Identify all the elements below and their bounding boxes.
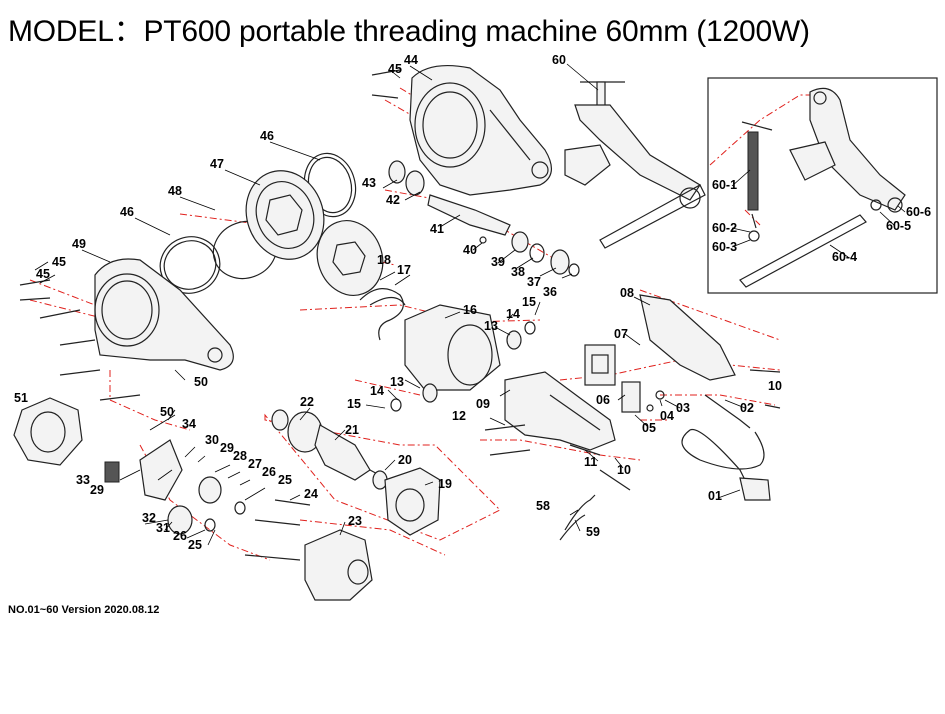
main-gears (245, 170, 384, 296)
label-06: 06 (596, 393, 610, 407)
label-60-4: 60-4 (832, 250, 857, 264)
label-20: 20 (398, 453, 412, 467)
label-36: 36 (543, 285, 557, 299)
label-60-1: 60-1 (712, 178, 737, 192)
hex-nut-51 (13, 397, 83, 466)
version-note: NO.01~60 Version 2020.08.12 (8, 604, 160, 616)
label-59: 59 (586, 525, 600, 539)
label-04: 04 (660, 409, 674, 423)
motor-housing-16 (390, 304, 536, 412)
label-05: 05 (642, 421, 656, 435)
cover-plate-19 (384, 467, 441, 536)
label-19: 19 (438, 477, 452, 491)
inset-screw-60-1 (741, 121, 773, 242)
label-18: 18 (377, 253, 391, 267)
label-14-mid: 14 (370, 384, 384, 398)
label-38: 38 (511, 265, 525, 279)
label-29-lower: 29 (90, 483, 104, 497)
label-45-mid: 45 (52, 255, 66, 269)
label-31: 31 (156, 521, 170, 535)
shaft-components (388, 160, 580, 277)
label-37: 37 (527, 275, 541, 289)
label-46-left: 46 (120, 205, 134, 219)
label-58: 58 (536, 499, 550, 513)
label-47: 47 (210, 157, 224, 171)
label-51: 51 (14, 391, 28, 405)
handle-housing-09 (504, 371, 616, 451)
gear-bracket-34 (104, 439, 246, 535)
label-26-lower: 26 (173, 529, 187, 543)
label-32: 32 (142, 511, 156, 525)
part-labels: 60 45 44 46 47 48 46 49 45 45 43 42 41 4… (14, 53, 931, 552)
inset-support-frame (739, 87, 906, 288)
label-60: 60 (552, 53, 566, 67)
label-44: 44 (404, 53, 418, 67)
label-17: 17 (397, 263, 411, 277)
label-60-3: 60-3 (712, 240, 737, 254)
label-08: 08 (620, 286, 634, 300)
label-10-right: 10 (768, 379, 782, 393)
label-07: 07 (614, 327, 628, 341)
label-02: 02 (740, 401, 754, 415)
bolts (19, 69, 781, 561)
label-03: 03 (676, 401, 690, 415)
detail-inset-frame (707, 77, 938, 294)
page-title: MODEL：PT600 portable threading machine 6… (8, 15, 810, 48)
label-45-top: 45 (388, 62, 402, 76)
label-09: 09 (476, 397, 490, 411)
label-60-5: 60-5 (886, 219, 911, 233)
gearbox-23 (304, 529, 373, 601)
gear-housing-44 (409, 65, 552, 196)
label-48: 48 (168, 184, 182, 198)
label-29-upper: 29 (220, 441, 234, 455)
wiring-17 (359, 288, 406, 341)
label-41: 41 (430, 222, 444, 236)
label-15-mid: 15 (347, 397, 361, 411)
label-30: 30 (205, 433, 219, 447)
label-01: 01 (708, 489, 722, 503)
switch-housing-08 (584, 294, 736, 413)
label-42: 42 (386, 193, 400, 207)
label-12: 12 (452, 409, 466, 423)
label-25-upper: 25 (278, 473, 292, 487)
label-25-lower: 25 (188, 538, 202, 552)
label-26-upper: 26 (262, 465, 276, 479)
label-13-top: 13 (484, 319, 498, 333)
label-45-left: 45 (36, 267, 50, 281)
label-13-mid: 13 (390, 375, 404, 389)
outer-cover-49 (94, 258, 234, 371)
label-23: 23 (348, 514, 362, 528)
label-10-bottom: 10 (617, 463, 631, 477)
label-21: 21 (345, 423, 359, 437)
label-50-upper: 50 (194, 375, 208, 389)
label-60-2: 60-2 (712, 221, 737, 235)
label-49: 49 (72, 237, 86, 251)
label-43: 43 (362, 176, 376, 190)
label-14-top: 14 (506, 307, 520, 321)
pipe-support-60 (564, 81, 706, 249)
label-34: 34 (182, 417, 196, 431)
label-60-6: 60-6 (906, 205, 931, 219)
power-cable (681, 394, 771, 501)
label-11: 11 (584, 455, 597, 469)
label-16: 16 (463, 303, 477, 317)
label-28: 28 (233, 449, 247, 463)
label-33: 33 (76, 473, 90, 487)
label-39: 39 (491, 255, 505, 269)
label-24: 24 (304, 487, 318, 501)
label-27: 27 (248, 457, 262, 471)
brush-wires (559, 494, 596, 541)
label-40: 40 (463, 243, 477, 257)
label-22: 22 (300, 395, 314, 409)
label-15-top: 15 (522, 295, 536, 309)
label-50-lower: 50 (160, 405, 174, 419)
leader-lines (34, 63, 906, 546)
label-46-top: 46 (260, 129, 274, 143)
